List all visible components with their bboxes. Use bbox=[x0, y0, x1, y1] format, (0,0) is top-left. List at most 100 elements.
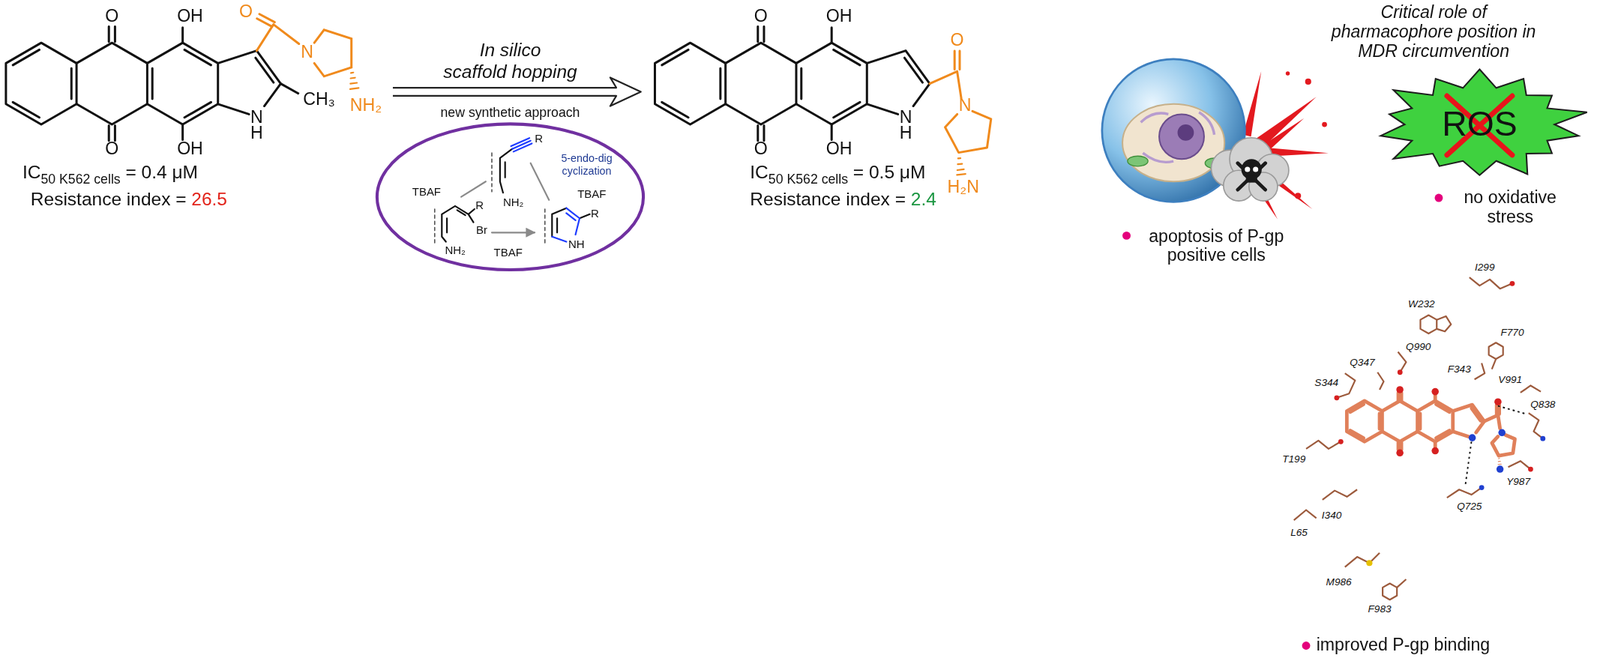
residue-sticks-part bbox=[1508, 461, 1532, 470]
residue-sticks-part bbox=[1489, 342, 1504, 360]
cell-illustration-part bbox=[1141, 112, 1215, 163]
arrow-label: In silico bbox=[479, 41, 542, 62]
residue-label: W232 bbox=[1407, 298, 1436, 310]
arrow-sublabel: new synthetic approach bbox=[440, 105, 581, 120]
hbond-lines bbox=[1465, 406, 1527, 486]
atom-label: N bbox=[958, 96, 972, 116]
residue-sticks-part bbox=[1474, 363, 1486, 381]
cell-illustration-part bbox=[1127, 155, 1148, 167]
skull-symbol bbox=[1237, 158, 1266, 190]
atom-label: H₂N bbox=[947, 178, 980, 198]
residue-sticks-part bbox=[1436, 316, 1451, 332]
residue-sticks-part bbox=[1294, 509, 1317, 521]
residue-atoms bbox=[1333, 281, 1546, 567]
ligand-atoms-part bbox=[1494, 398, 1502, 406]
atom-label: OH bbox=[176, 7, 204, 27]
residue-sticks-part bbox=[1336, 373, 1355, 399]
atom-label: OH bbox=[176, 140, 204, 159]
residue-label: Y987 bbox=[1505, 476, 1532, 488]
explosion-spikes-part bbox=[1321, 122, 1328, 128]
amide-group-part bbox=[350, 72, 359, 90]
middle-amide bbox=[929, 50, 992, 175]
residue-sticks-part bbox=[1377, 372, 1384, 390]
bullets bbox=[1122, 194, 1443, 651]
synthesis-scheme-part bbox=[434, 152, 546, 245]
residue-atoms-part bbox=[1366, 560, 1373, 567]
atom-label: O bbox=[104, 7, 119, 27]
docked-ligand-part bbox=[1346, 392, 1484, 450]
resistance-label: Resistance index = bbox=[749, 189, 906, 210]
residue-sticks-part bbox=[1306, 440, 1341, 450]
explosion-spikes bbox=[1220, 71, 1329, 219]
atom-label: R bbox=[475, 198, 484, 211]
cell-illustration-part bbox=[1122, 104, 1225, 182]
ic50-label: IC bbox=[749, 163, 768, 184]
resistance-value: 2.4 bbox=[910, 189, 937, 210]
ros-starburst: ROS bbox=[1367, 67, 1592, 182]
amide-group bbox=[256, 14, 359, 90]
reaction-note: 5-endo-dig cyclization bbox=[554, 152, 618, 177]
residue-sticks bbox=[1294, 277, 1544, 600]
residue-atoms-part bbox=[1333, 395, 1340, 401]
residue-label: F983 bbox=[1366, 603, 1393, 615]
text-line: IC50 K562 cells= 0.4 μM bbox=[22, 163, 198, 184]
synthesis-scheme-part bbox=[441, 206, 475, 243]
atom-label: CH₃ bbox=[302, 90, 336, 110]
starburst-text: ROS bbox=[1441, 105, 1517, 144]
ic50-subscript: 50 K562 cells bbox=[40, 172, 120, 187]
text-line: IC50 K562 cells= 0.5 μM bbox=[749, 163, 926, 184]
resistance-label: Resistance index = bbox=[30, 189, 187, 210]
residue-sticks-part bbox=[1528, 413, 1544, 439]
explosion-spikes-part bbox=[1263, 118, 1304, 153]
docking-view bbox=[1294, 277, 1546, 600]
toxic-cloud bbox=[1210, 137, 1289, 201]
atom-label: Br bbox=[476, 223, 488, 236]
atom-label: NH₂ bbox=[503, 195, 524, 208]
residue-label: Q838 bbox=[1529, 398, 1557, 410]
reagent-label: TBAF bbox=[412, 185, 441, 198]
left-molecule bbox=[5, 14, 359, 141]
ligand-atoms-part bbox=[1496, 465, 1505, 474]
text-line: Resistance index =26.5 bbox=[30, 189, 228, 210]
ic50-value: = 0.5 μM bbox=[853, 163, 926, 184]
atom-label: O bbox=[754, 7, 768, 27]
skull-symbol-part bbox=[1252, 166, 1259, 172]
explosion-spikes-part bbox=[1294, 192, 1301, 199]
atom-label: O bbox=[754, 140, 768, 159]
methyl-bond bbox=[280, 83, 299, 95]
residue-label: V991 bbox=[1497, 374, 1524, 386]
residue-label: M986 bbox=[1324, 575, 1353, 588]
atom-label: O bbox=[239, 2, 253, 22]
ligand-atoms-part bbox=[1396, 449, 1404, 458]
atom-label: H bbox=[250, 124, 264, 144]
residue-label: I340 bbox=[1320, 509, 1343, 522]
cell-illustration-part bbox=[1177, 124, 1195, 141]
bullets-part bbox=[1435, 194, 1444, 203]
residue-label: F770 bbox=[1499, 326, 1526, 339]
residue-sticks-part bbox=[1382, 583, 1397, 600]
residue-atoms-part bbox=[1540, 436, 1546, 442]
atom-label: NH₂ bbox=[350, 96, 382, 116]
residue-sticks-part bbox=[1520, 385, 1541, 393]
ligand-atoms bbox=[1396, 386, 1506, 474]
docked-ligand bbox=[1346, 392, 1515, 468]
residue-label: Q347 bbox=[1348, 356, 1376, 369]
middle-core bbox=[654, 26, 930, 141]
residue-label: I299 bbox=[1474, 261, 1496, 273]
residue-sticks-part bbox=[1398, 352, 1407, 373]
ic50-label: IC bbox=[22, 163, 41, 184]
bullet-text: apoptosis of P-gp positive cells bbox=[1134, 226, 1298, 266]
residue-atoms-part bbox=[1479, 485, 1485, 491]
residue-sticks-part bbox=[1396, 579, 1406, 588]
residue-sticks-part bbox=[1447, 488, 1482, 499]
atom-label: H bbox=[899, 124, 913, 144]
synthesis-scheme-part bbox=[500, 149, 513, 194]
ligand-atoms-part bbox=[1431, 447, 1439, 456]
bullet-text: improved P-gp binding bbox=[1316, 636, 1491, 656]
atom-label: R bbox=[534, 132, 543, 145]
atom-label: O bbox=[104, 140, 119, 159]
arrow-label: scaffold hopping bbox=[443, 62, 577, 83]
scaffold-hop-arrow bbox=[392, 77, 642, 106]
residue-atoms-part bbox=[1528, 467, 1534, 473]
